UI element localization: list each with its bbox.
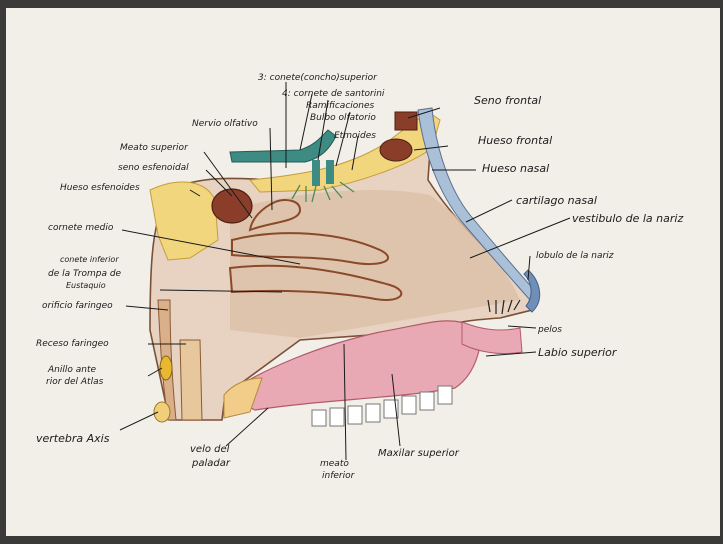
label-maxilla: Maxilar superior [378, 448, 460, 459]
olfactory-bulb [312, 160, 320, 186]
label-axis-vertebra: vertebra Axis [36, 432, 110, 445]
label-superior-meatus: Meato superior [120, 143, 189, 153]
label-soft-palate-1: velo del [190, 444, 230, 455]
label-inferior-concha-3: Eustaquio [66, 281, 106, 290]
label-hairs: pelos [537, 325, 562, 335]
label-nasal-cartilage: cartilago nasal [516, 194, 597, 207]
label-upper-lip: Labio superior [538, 346, 618, 359]
olfactory-bulb-2 [326, 160, 334, 184]
label-middle-concha: cornete medio [48, 223, 114, 233]
frontal-bone [395, 112, 417, 130]
label-inferior-meatus-2: inferior [322, 471, 356, 481]
atlas-column [180, 340, 202, 420]
label-atlas-2: rior del Atlas [46, 377, 104, 387]
label-nasal-vestibule: vestibulo de la nariz [572, 212, 683, 225]
label-soft-palate-2: paladar [191, 458, 231, 469]
label-ramifications: Ramificaciones [306, 101, 375, 111]
label-inferior-concha-1: conete inferior [60, 255, 119, 264]
label-inferior-meatus-1: meato [320, 459, 349, 469]
label-pharyngeal-recess: Receso faringeo [36, 339, 109, 349]
label-frontal-bone: Hueso frontal [478, 134, 552, 147]
label-sphenoid-bone: Hueso esfenoides [60, 183, 140, 193]
label-inferior-concha-2: de la Trompa de [48, 269, 122, 279]
label-fourth-concha: 4: cornete de santorini [282, 89, 385, 99]
label-atlas-1: Anillo ante [47, 365, 96, 375]
sphenoidal-sinus [212, 189, 252, 223]
axis-vertebra [154, 402, 170, 422]
label-nasal-bone: Hueso nasal [482, 162, 549, 175]
label-third-concha: 3: conete(concho)superior [258, 73, 378, 83]
label-sphenoidal-sinus: seno esfenoidal [118, 163, 189, 173]
label-nose-lobule: lobulo de la nariz [536, 251, 614, 261]
frontal-sinus [380, 139, 412, 161]
label-olfactory-nerve: Nervio olfativo [192, 119, 258, 129]
label-olfactory-bulb: Bulbo olfatorio [310, 113, 376, 123]
label-frontal-sinus: Seno frontal [474, 94, 541, 107]
label-pharyngeal-orifice: orificio faringeo [42, 301, 113, 311]
label-ethmoid: Etmoides [334, 131, 376, 141]
